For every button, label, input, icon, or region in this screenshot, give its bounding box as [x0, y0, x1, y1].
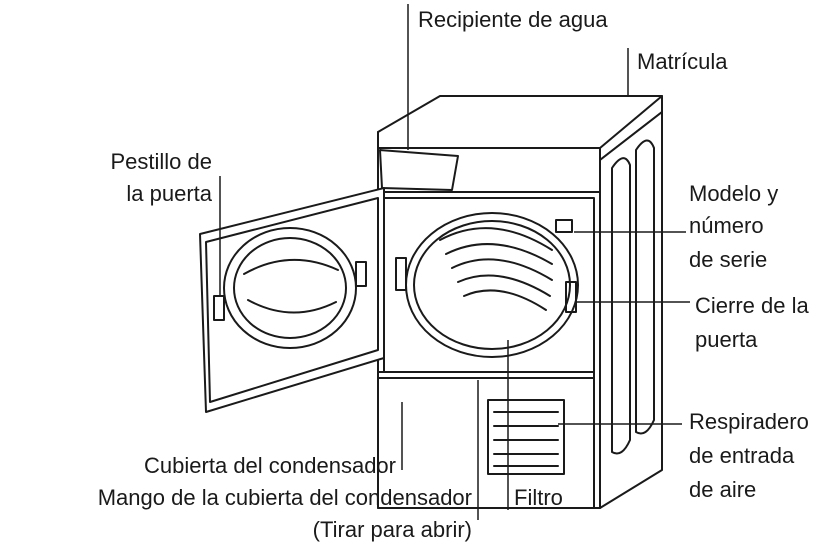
label-model-line1: Modelo y [689, 181, 779, 206]
label-door-latch-line1: Pestillo de [110, 149, 212, 174]
label-model-line3: de serie [689, 247, 768, 272]
condenser-cover [377, 371, 595, 509]
top-panel [377, 95, 663, 149]
label-condenser-handle: Mango de la cubierta del condensador [97, 485, 472, 510]
door-lock-catch [565, 281, 577, 313]
door-window [223, 227, 357, 349]
label-filter: Filtro [514, 485, 563, 510]
drum-opening [405, 212, 579, 358]
label-air-vent-line2: de entrada [689, 443, 795, 468]
label-pull-to-open: (Tirar para abrir) [312, 517, 472, 542]
label-air-vent-line1: Respiradero [689, 409, 809, 434]
door-latch [213, 295, 225, 321]
model-plate [555, 219, 573, 233]
water-container-drawer [379, 149, 459, 191]
label-air-vent-line3: de aire [689, 477, 757, 502]
air-vent-grille [487, 399, 565, 475]
label-door-lock-line1: Cierre de la [695, 293, 809, 318]
label-water-container: Recipiente de agua [418, 7, 608, 32]
label-door-latch-line2: la puerta [126, 181, 212, 206]
label-condenser-cover: Cubierta del condensador [144, 453, 396, 478]
label-door-lock-line2: puerta [695, 327, 758, 352]
label-rating-plate: Matrícula [637, 49, 728, 74]
label-model-line2: número [689, 213, 764, 238]
